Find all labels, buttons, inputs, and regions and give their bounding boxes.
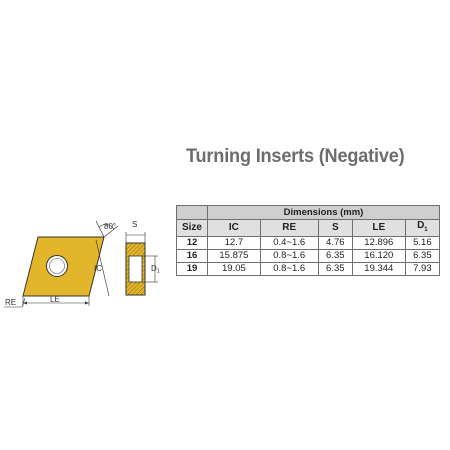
ic-label: IC — [94, 264, 102, 273]
dimensions-header: Dimensions (mm) — [207, 205, 440, 220]
row-size: 12 — [176, 236, 208, 250]
row-size: 19 — [176, 262, 208, 276]
table-row: 12 12.7 0.4~1.6 4.76 12.896 5.16 — [176, 236, 441, 250]
s-label: S — [132, 220, 137, 229]
angle-label: 80° — [104, 222, 116, 231]
size-column-header: Size — [176, 219, 208, 237]
column-header-re: RE — [259, 219, 319, 237]
table-row: 19 19.05 0.8~1.6 6.35 19.344 7.93 — [176, 262, 441, 276]
cell-le: 19.344 — [351, 262, 406, 276]
cell-s: 6.35 — [317, 249, 353, 263]
cell-ic: 19.05 — [207, 262, 261, 276]
dimensions-table: Dimensions (mm) Size IC RE S LE D1 12 12… — [176, 205, 441, 276]
column-header-ic: IC — [207, 219, 261, 237]
cell-ic: 12.7 — [207, 236, 261, 250]
column-header-s: S — [317, 219, 353, 237]
table-empty-corner — [176, 205, 208, 220]
insert-drawing: 80° IC LE RE S D1 — [4, 220, 160, 308]
cell-re: 0.8~1.6 — [259, 249, 319, 263]
cell-le: 12.896 — [351, 236, 406, 250]
column-header-d1: D1 — [404, 219, 441, 237]
cell-s: 4.76 — [317, 236, 353, 250]
row-size: 16 — [176, 249, 208, 263]
cell-d1: 5.16 — [404, 236, 441, 250]
d1-label: D1 — [151, 264, 160, 275]
column-header-le: LE — [351, 219, 406, 237]
cell-le: 16.120 — [351, 249, 406, 263]
table-row: 16 15.875 0.8~1.6 6.35 16.120 6.35 — [176, 249, 441, 263]
le-label: LE — [50, 295, 60, 304]
cell-re: 0.4~1.6 — [259, 236, 319, 250]
re-label: RE — [5, 298, 16, 307]
cell-ic: 15.875 — [207, 249, 261, 263]
cell-d1: 6.35 — [404, 249, 441, 263]
page-title: Turning Inserts (Negative) — [186, 145, 405, 167]
cell-s: 6.35 — [317, 262, 353, 276]
cell-re: 0.8~1.6 — [259, 262, 319, 276]
cell-d1: 7.93 — [404, 262, 441, 276]
